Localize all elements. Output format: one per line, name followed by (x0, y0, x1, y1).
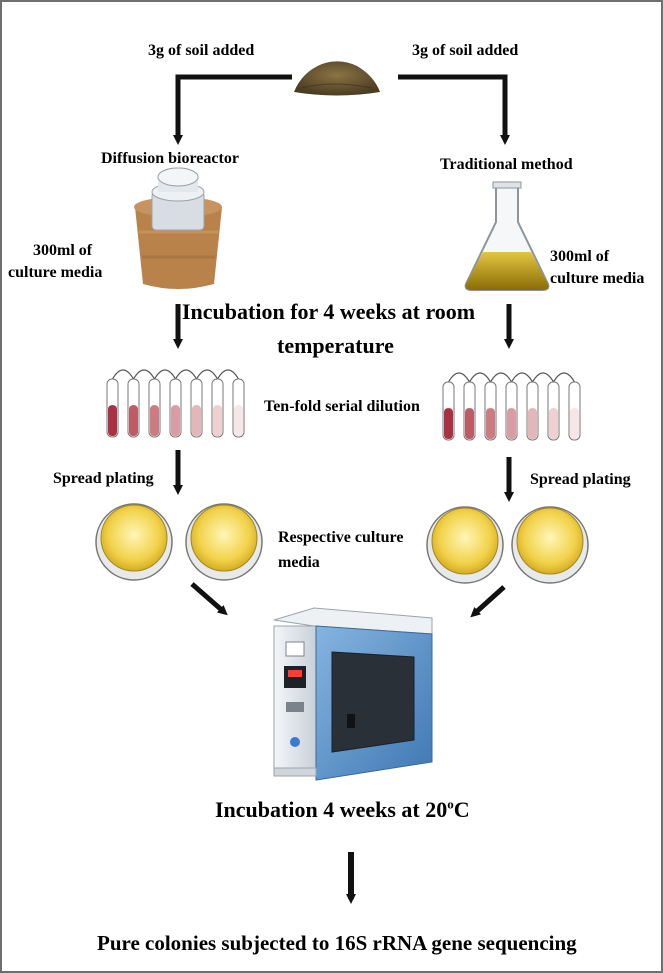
left-tube-liquid (213, 405, 222, 436)
petri-dish-left-1 (95, 503, 173, 581)
left-transfer-arc (111, 369, 135, 380)
right-transfer-arc (552, 372, 576, 383)
right-transfer-arc (489, 372, 513, 383)
left-tube-liquid (192, 405, 201, 436)
incubator-oven-image (273, 607, 433, 781)
left-tube-liquid (150, 405, 159, 436)
left-transfer-arc (174, 369, 198, 380)
soil-pile-image (294, 61, 380, 96)
right-tube-liquid (486, 408, 495, 439)
left-tube-liquid (234, 405, 243, 436)
left-tube-liquid (171, 405, 180, 436)
culture-media-right-line2: culture media (550, 270, 645, 287)
right-tube-liquid (465, 408, 474, 439)
left-tube-liquid (129, 405, 138, 436)
plates-right-to-oven-arrow (470, 585, 506, 618)
incubation-room-temp-line1: Incubation for 4 weeks at room (182, 299, 476, 324)
right-tube-liquid (570, 408, 579, 439)
left-tube-liquid (108, 405, 117, 436)
right-transfer-arc (447, 372, 471, 383)
left-transfer-arc (153, 369, 177, 380)
incubation-room-temp-line2: temperature (277, 333, 394, 358)
soil-to-traditional-arrow (398, 74, 510, 145)
incubation-20c-text: Incubation 4 weeks at 20 (215, 797, 448, 822)
petri-dish-right-2 (511, 506, 589, 584)
final-sequencing-label: Pure colonies subjected to 16S rRNA gene… (97, 931, 577, 955)
culture-media-right-line1: 300ml of (550, 248, 610, 265)
petri-dish-left-2 (185, 503, 263, 581)
plates-left-to-oven-arrow (190, 582, 228, 616)
incubation-20c-unit: C (453, 797, 470, 822)
respective-media-line1: Respective culture (278, 529, 404, 546)
traditional-method-label: Traditional method (440, 156, 573, 173)
diffusion-bioreactor-label: Diffusion bioreactor (101, 150, 239, 167)
left-transfer-arc (195, 369, 219, 380)
petri-dish-right-1 (426, 506, 504, 584)
right-tube-liquid (444, 408, 453, 439)
serial-dilution-tubes-right (442, 372, 581, 441)
spread-plating-right-label: Spread plating (530, 471, 631, 488)
respective-media-line2: media (278, 554, 320, 571)
right-transfer-arc (510, 372, 534, 383)
culture-media-left-line1: 300ml of (33, 242, 93, 259)
right-transfer-arc (531, 372, 555, 383)
right-tube-liquid (549, 408, 558, 439)
left-transfer-arc (216, 369, 240, 380)
left-transfer-arc (132, 369, 156, 380)
incubation-20c-degree: o (447, 796, 454, 812)
right-tube-liquid (528, 408, 537, 439)
right-tube-liquid (507, 408, 516, 439)
erlenmeyer-flask-image (464, 181, 550, 291)
soil-added-left-label: 3g of soil added (148, 42, 255, 59)
serial-dilution-tubes-left (106, 369, 245, 438)
serial-dilution-label: Ten-fold serial dilution (264, 398, 420, 415)
culture-media-left-line2: culture media (8, 264, 103, 281)
soil-added-right-label: 3g of soil added (412, 42, 519, 59)
right-transfer-arc (468, 372, 492, 383)
incubation-20c-label: Incubation 4 weeks at 20oC (215, 797, 470, 822)
spread-plating-left-label: Spread plating (53, 470, 154, 487)
soil-to-bioreactor-arrow (173, 74, 292, 145)
diffusion-bioreactor-image (134, 167, 222, 289)
